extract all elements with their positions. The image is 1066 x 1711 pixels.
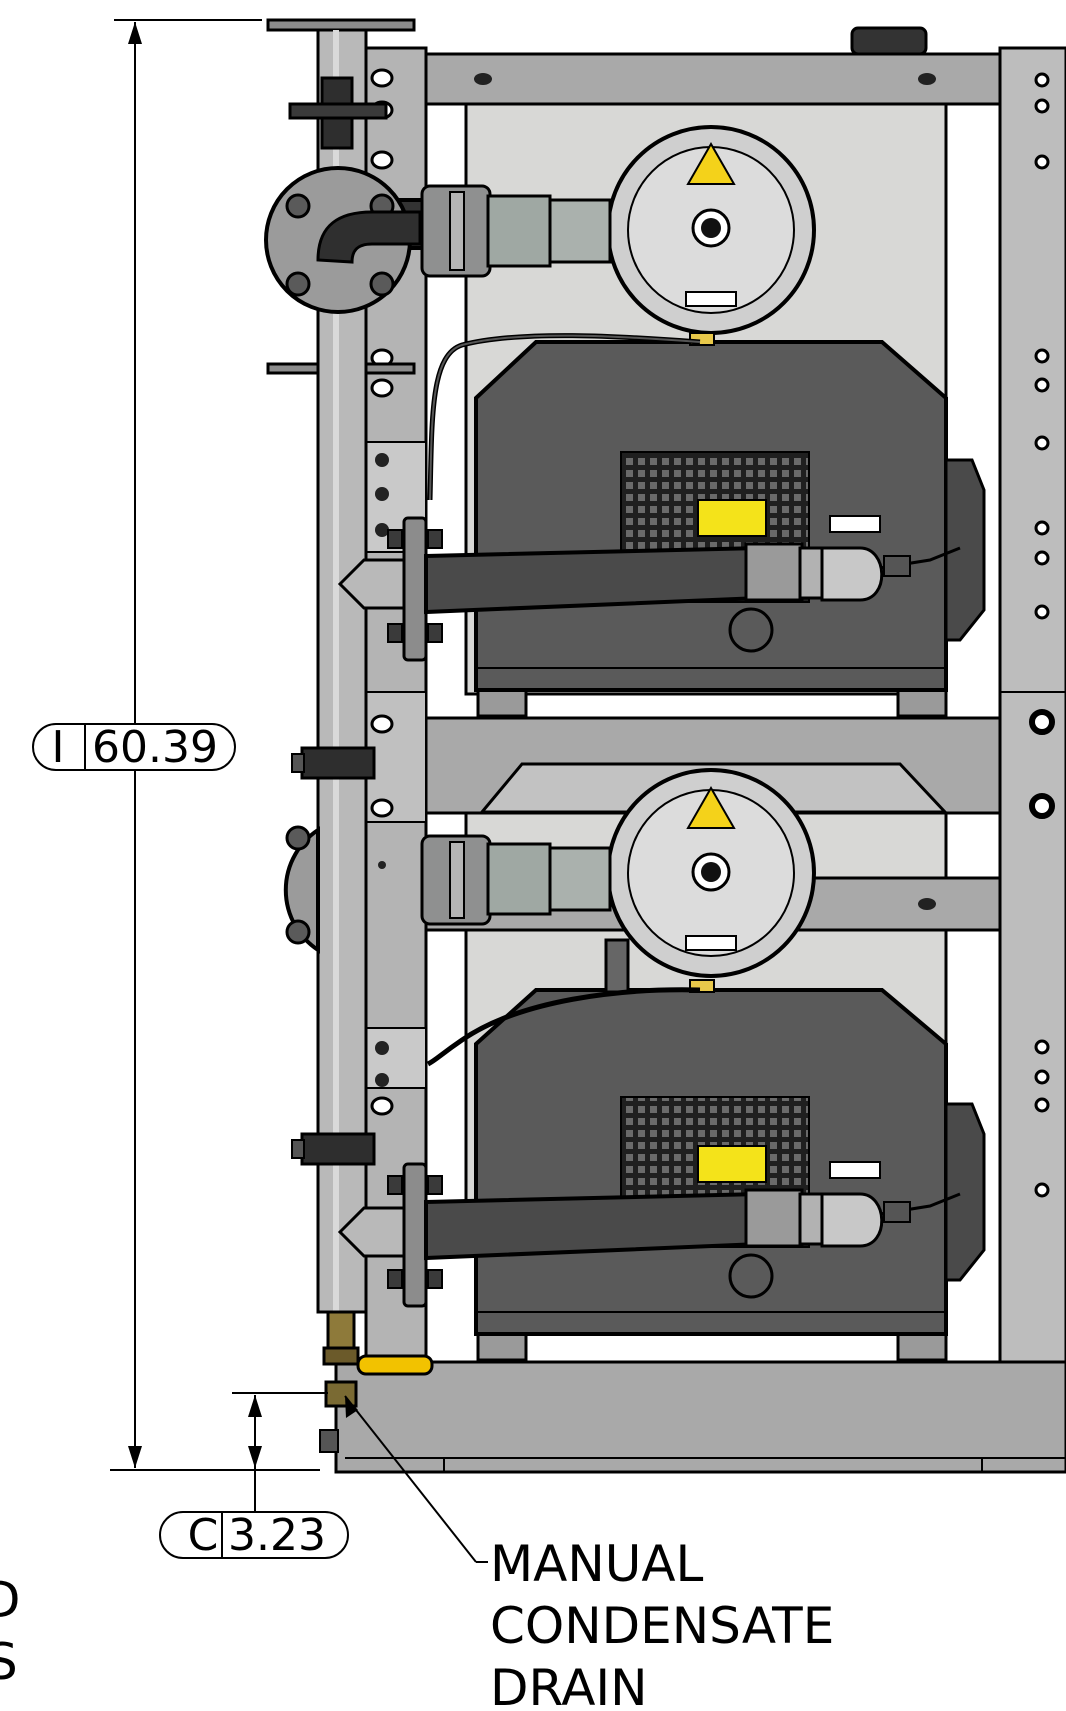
upper-exhaust-hose bbox=[337, 516, 884, 662]
lower-inlet-coupling bbox=[420, 834, 612, 926]
callout-line-3: DRAIN bbox=[490, 1659, 648, 1711]
callout-line-2: CONDENSATE bbox=[490, 1597, 834, 1655]
drain-dimension-letter: C bbox=[188, 1510, 219, 1561]
upper-manifold-flange bbox=[264, 166, 422, 314]
right-frame-column bbox=[998, 46, 1066, 1470]
drain-height-dimension: C 3.23 bbox=[159, 1392, 349, 1561]
drain-dimension-value: 3.23 bbox=[228, 1510, 326, 1561]
lower-biohazard-icon bbox=[686, 785, 736, 829]
cropped-text-line-2: S bbox=[0, 1633, 18, 1691]
height-dimension: I 60.39 bbox=[32, 19, 320, 1471]
height-dimension-value: 60.39 bbox=[92, 722, 218, 773]
height-dimension-letter: I bbox=[52, 722, 65, 773]
top-cross-beam bbox=[423, 26, 1002, 106]
lower-warning-label bbox=[697, 1145, 767, 1183]
upper-biohazard-icon bbox=[686, 141, 736, 185]
manual-condensate-drain-valve bbox=[319, 1310, 434, 1453]
lower-manifold-flange bbox=[283, 825, 320, 954]
upper-warning-label bbox=[697, 499, 767, 537]
base-rail bbox=[334, 1360, 1066, 1474]
lower-exhaust-hose bbox=[337, 1162, 884, 1308]
cropped-text-line-1: D bbox=[0, 1571, 21, 1629]
callout-line-1: MANUAL bbox=[490, 1535, 704, 1593]
cropped-left-text: D S bbox=[0, 1571, 21, 1691]
drain-callout: MANUAL CONDENSATE DRAIN bbox=[344, 1395, 834, 1711]
